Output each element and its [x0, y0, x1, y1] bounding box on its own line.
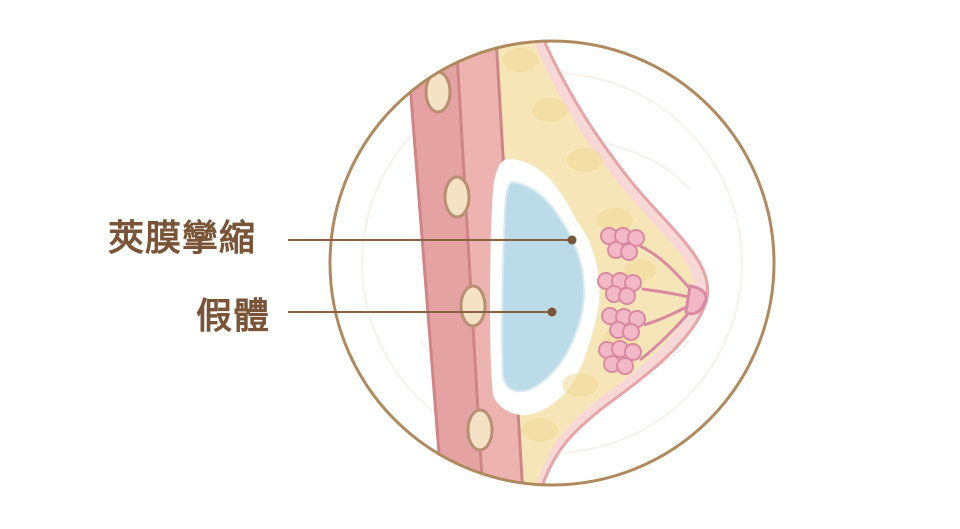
frame-ring: [328, 39, 776, 487]
fat-lobules: [502, 48, 656, 442]
implant-pointer-dot: [547, 307, 557, 317]
rib-sections: [424, 70, 494, 452]
implant-label: 假體: [196, 295, 271, 337]
implant-body: [501, 180, 585, 393]
glandular-lobules: [597, 227, 646, 375]
muscle-layer-outer: [403, 41, 497, 485]
annotation-lines: [288, 239, 570, 313]
capsular-contracture-label: 莢膜攣縮: [108, 217, 257, 259]
nipple: [684, 284, 708, 316]
capsule-pointer-dot: [567, 235, 577, 245]
